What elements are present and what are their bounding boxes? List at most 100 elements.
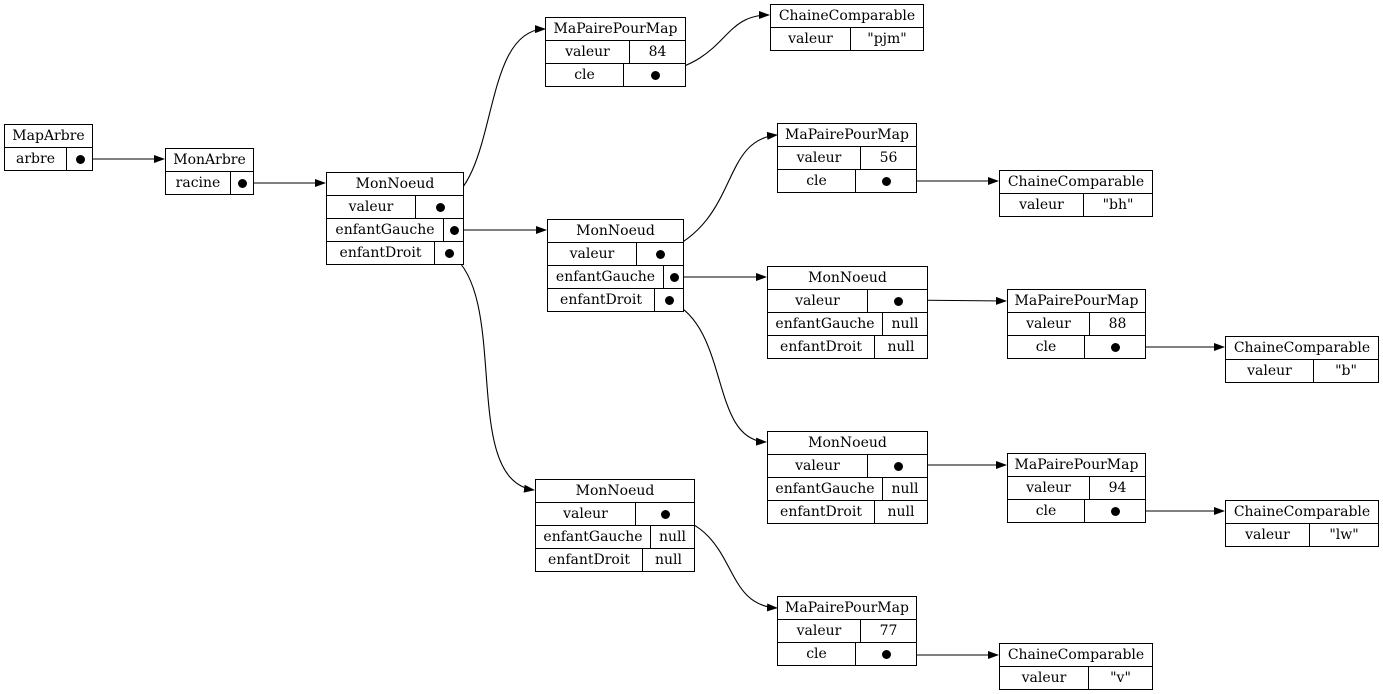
node-title: MonNoeud [768,267,927,290]
node-monnoeud-left-left: MonNoeud valeur enfantGauche null enfant… [767,266,928,359]
field-row-valeur: valeur 77 [778,620,916,643]
field-value: null [891,316,919,332]
field-row-valeur: valeur "b" [1226,360,1378,382]
field-label: valeur [771,28,851,50]
node-monarbre: MonArbre racine [165,148,254,195]
pointer-port [444,219,463,241]
pointer-dot [882,650,891,659]
pointer-port [856,643,916,665]
pointer-port [856,170,916,192]
field-value: 56 [879,150,898,166]
node-mapairepourmap-56: MaPairePourMap valeur 56 cle [777,123,917,193]
field-row-enfantgauche: enfantGauche [327,219,463,242]
field-row-valeur: valeur 88 [1008,313,1145,336]
pointer-port [67,148,92,170]
node-chainecomparable-bh: ChaineComparable valeur "bh" [999,170,1153,217]
node-monnoeud-root: MonNoeud valeur enfantGauche enfantDroit [326,172,464,265]
pointer-dot [1111,507,1120,516]
field-row-valeur: valeur [327,196,463,219]
field-row-valeur: valeur 84 [546,41,685,64]
field-label: valeur [546,41,630,63]
field-label: valeur [1000,194,1084,216]
field-value: 94 [1108,480,1127,496]
field-label: enfantDroit [536,549,643,571]
field-row-valeur: valeur "pjm" [771,28,923,50]
node-title: ChaineComparable [1226,501,1378,524]
field-value: null [887,504,915,520]
pointer-dot [435,203,445,212]
field-label: valeur [778,620,861,642]
node-title: ChaineComparable [771,5,923,28]
pointer-dot [661,510,670,519]
node-monnoeud-left-right: MonNoeud valeur enfantGauche null enfant… [767,431,928,524]
field-label: valeur [768,455,868,477]
field-value: null [655,552,682,568]
node-title: MonNoeud [327,173,463,196]
pointer-port [1085,500,1145,522]
node-chainecomparable-pjm: ChaineComparable valeur "pjm" [770,4,924,51]
pointer-port [624,64,685,86]
field-label: cle [1008,500,1085,522]
field-row-enfantdroit: enfantDroit [548,289,683,311]
field-label: valeur [548,243,637,265]
node-mapairepourmap-94: MaPairePourMap valeur 94 cle [1007,453,1146,523]
field-value: null [659,529,686,545]
field-row-enfantdroit: enfantDroit null [536,549,694,571]
edge-n1-enfantdroit-to-n5 [451,254,535,493]
field-row-cle: cle [546,64,685,86]
field-row-valeur: valeur "bh" [1000,194,1152,216]
node-title: MonArbre [166,149,253,172]
node-monnoeud-left: MonNoeud valeur enfantGauche enfantDroit [547,219,684,312]
field-row-enfantdroit: enfantDroit null [768,501,927,523]
pointer-dot [1111,343,1120,352]
node-maparbre: MapArbre arbre [4,124,93,171]
field-row-arbre: arbre [5,148,92,170]
field-row-cle: cle [1008,336,1145,358]
field-row-cle: cle [778,170,916,192]
pointer-dot [665,296,674,305]
pointer-port [868,455,927,477]
field-label: arbre [5,148,67,170]
field-value: null [887,339,915,355]
field-row-cle: cle [778,643,916,665]
field-row-valeur: valeur "lw" [1226,524,1378,546]
field-label: valeur [1000,667,1089,689]
pointer-dot [893,297,903,306]
pointer-dot [238,179,247,188]
field-label: valeur [1008,477,1090,499]
field-row-enfantgauche: enfantGauche null [536,526,694,549]
field-label: enfantDroit [768,501,875,523]
field-label: enfantGauche [536,526,651,548]
pointer-port [435,242,463,264]
field-value: 77 [879,623,898,639]
pointer-dot [669,273,679,282]
field-label: valeur [327,196,416,218]
node-mapairepourmap-84: MaPairePourMap valeur 84 cle [545,17,686,87]
field-row-valeur: valeur 94 [1008,477,1145,500]
field-row-cle: cle [1008,500,1145,522]
field-row-valeur: valeur [536,503,694,526]
field-label: enfantGauche [768,478,883,500]
field-label: valeur [1226,360,1314,382]
node-title: MaPairePourMap [778,597,916,620]
node-monnoeud-right: MonNoeud valeur enfantGauche null enfant… [535,479,695,572]
field-label: enfantDroit [768,336,875,358]
field-row-enfantgauche: enfantGauche [548,266,683,289]
node-chainecomparable-b: ChaineComparable valeur "b" [1225,336,1379,383]
field-row-valeur: valeur 56 [778,147,916,170]
pointer-dot [656,250,665,259]
field-label: valeur [1008,313,1090,335]
node-chainecomparable-v: ChaineComparable valeur "v" [999,643,1153,690]
node-title: MapArbre [5,125,92,148]
pointer-dot [75,155,85,164]
field-value: "bh" [1102,197,1134,213]
field-value: null [891,481,919,497]
field-label: cle [778,170,856,192]
node-title: ChaineComparable [1000,171,1152,194]
node-title: MaPairePourMap [1008,290,1145,313]
field-label: enfantGauche [768,313,883,335]
field-row-enfantdroit: enfantDroit [327,242,463,264]
pointer-dot [882,177,891,186]
field-label: cle [778,643,856,665]
